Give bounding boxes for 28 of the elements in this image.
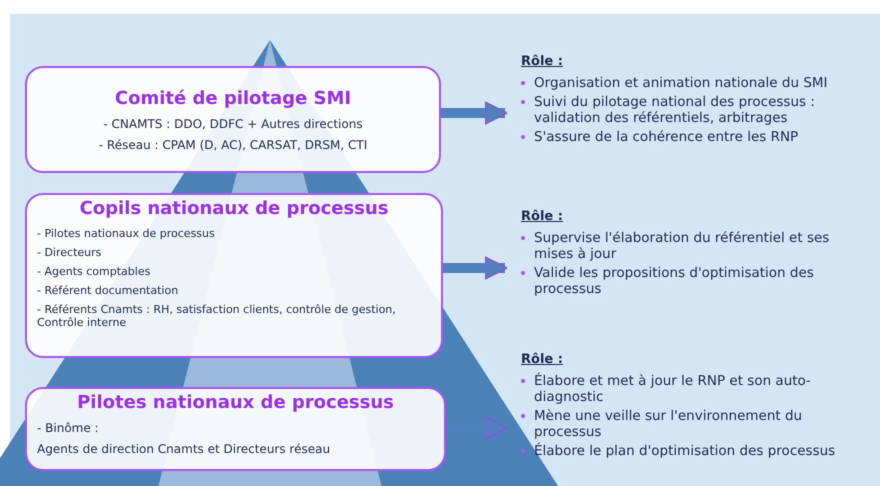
member-line: - Directeurs	[37, 246, 102, 259]
level-title: Copils nationaux de processus	[78, 197, 390, 221]
role-item: Organisation et animation nationale du SMI	[534, 74, 828, 90]
level-title: Comité de pilotage SMI	[114, 86, 352, 110]
member-line: - Pilotes nationaux de processus	[37, 227, 216, 240]
level-title: Pilotes nationaux de processus	[76, 391, 395, 415]
member-line: - Réseau : CPAM (D, AC), CARSAT, DRSM, CTI	[98, 138, 368, 152]
member-line: - Agents comptables	[37, 265, 152, 278]
role-item: S'assure de la cohérence entre les RNP	[534, 128, 798, 144]
arrow	[443, 256, 508, 280]
role-item: Élabore le plan d'optimisation des processus	[534, 442, 836, 458]
level-box	[25, 193, 443, 358]
role-item: Élabore et met à jour le RNP et son auto-diagnostic	[534, 372, 812, 404]
member-line: Agents de direction Cnamts et Directeurs réseau	[37, 442, 332, 457]
role-item: Mène une veille sur l'environnement du processus	[534, 408, 804, 440]
member-line: - Référent documentation	[37, 284, 180, 297]
member-line: - Binôme :	[37, 421, 100, 436]
role-heading: Rôle :	[521, 53, 563, 71]
role-item: Supervise l'élaboration du référentiel et ses mises à jour	[534, 230, 830, 262]
role-heading: Rôle :	[521, 351, 563, 369]
arrow	[441, 101, 508, 125]
level-box	[25, 66, 441, 173]
role-item: Suivi du pilotage national des processus : validation des référentiels, arbitrages	[534, 94, 816, 126]
member-line: - Référents Cnamts : RH, satisfaction clients, contrôle de gestion, Contrôle interne	[37, 303, 397, 329]
role-heading: Rôle :	[521, 208, 563, 226]
level-box	[25, 387, 446, 471]
member-line: - CNAMTS : DDO, DDFC + Autres directions	[103, 116, 363, 132]
role-item: Valide les propositions d'optimisation des processus	[534, 264, 815, 296]
